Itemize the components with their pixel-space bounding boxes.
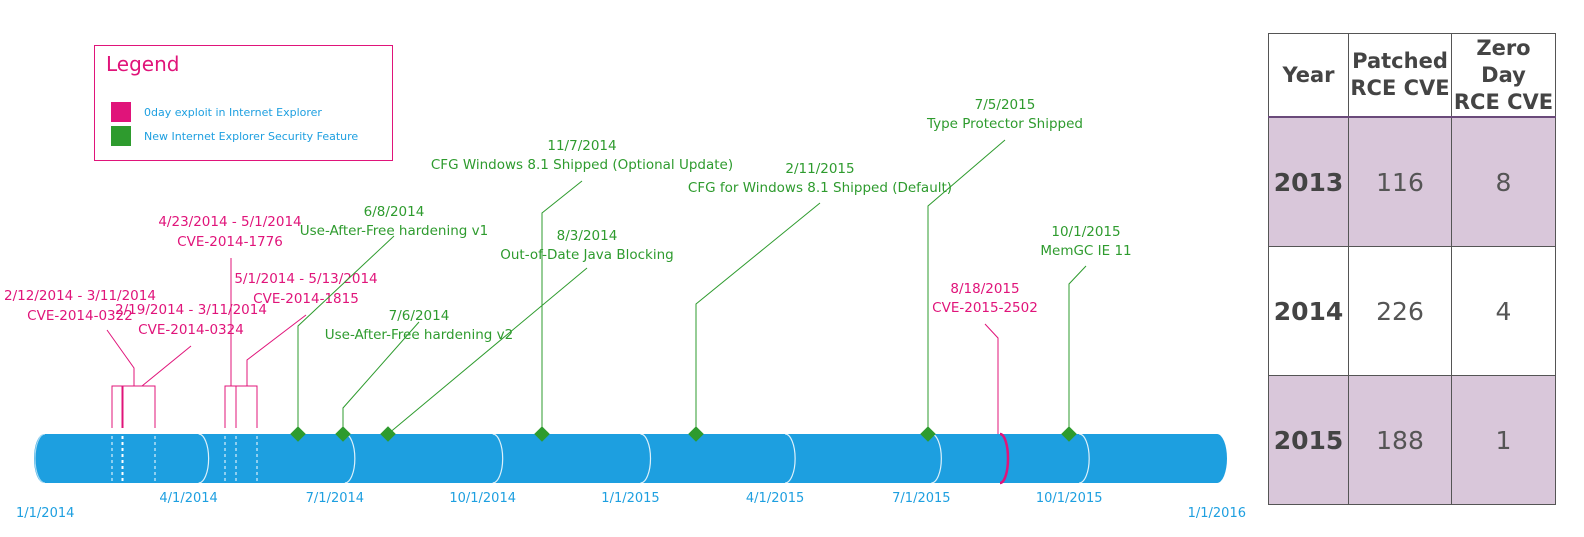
axis-label: 7/1/2014 (306, 491, 364, 506)
axis-label: 4/1/2015 (746, 491, 804, 506)
zero-day-cve: CVE-2014-0322 (27, 308, 133, 324)
legend-swatch-zero-day (111, 102, 131, 122)
feature-date: 10/1/2015 (1051, 224, 1120, 240)
zero-day-bracket (122, 385, 156, 428)
axis-label: 1/1/2016 (1188, 506, 1246, 521)
feature-name: Use-After-Free hardening v2 (325, 327, 513, 343)
legend-title: Legend (106, 52, 180, 76)
feature-leader (927, 139, 1006, 434)
zero-day-leader (984, 323, 999, 434)
cell-zero-day: 8 (1451, 116, 1556, 247)
bar-segment-seam (931, 433, 942, 484)
feature-date: 8/3/2014 (557, 228, 618, 244)
zero-day-date: 5/1/2014 - 5/13/2014 (234, 271, 377, 287)
feature-date: 2/11/2015 (785, 161, 854, 177)
zero-day-bar-marker (999, 432, 1010, 485)
zero-day-bracket (111, 385, 123, 428)
feature-leader (342, 321, 420, 434)
feature-leader (297, 235, 395, 434)
feature-name: CFG for Windows 8.1 Shipped (Default) (688, 180, 952, 196)
feature-name: Use-After-Free hardening v1 (300, 223, 488, 239)
bar-segment-seam (785, 433, 796, 484)
bar-left-cap (34, 433, 46, 484)
feature-leader (541, 180, 583, 434)
zero-day-cve: CVE-2014-1776 (177, 234, 283, 250)
bar-segment-seam (492, 433, 504, 484)
legend-label-feature: New Internet Explorer Security Feature (144, 130, 359, 143)
axis-label: 1/1/2014 (16, 506, 74, 521)
feature-name: Out-of-Date Java Blocking (500, 247, 674, 263)
table-row: 2013 116 8 (1268, 116, 1556, 247)
feature-leader (1068, 265, 1087, 434)
axis-label: 10/1/2014 (449, 491, 516, 506)
zero-day-leader (141, 345, 192, 387)
feature-leader (695, 202, 821, 434)
feature-date: 6/8/2014 (364, 204, 425, 220)
cell-patched: 226 (1348, 246, 1452, 376)
table-row: 2014 226 4 (1268, 246, 1556, 376)
legend-label-zero-day: 0day exploit in Internet Explorer (144, 106, 322, 119)
zero-day-cve: CVE-2015-2502 (932, 300, 1038, 316)
cell-zero-day: 4 (1451, 246, 1556, 376)
bar-segment-seam (640, 433, 652, 484)
feature-date: 7/5/2015 (975, 97, 1036, 113)
timeline-diagram: 1/1/2014 4/1/2014 7/1/2014 10/1/2014 1/1/201… (4, 97, 1246, 521)
zero-day-date: 4/23/2014 - 5/1/2014 (158, 214, 301, 230)
cell-year: 2013 (1268, 116, 1349, 247)
cell-zero-day: 1 (1451, 375, 1556, 505)
cell-year: 2014 (1268, 246, 1349, 376)
zero-day-cve: CVE-2014-0324 (138, 322, 244, 338)
zero-day-date: 8/18/2015 (950, 281, 1019, 297)
bar-segment-seam (1079, 433, 1090, 484)
feature-date: 11/7/2014 (547, 138, 616, 154)
feature-date: 7/6/2014 (389, 308, 450, 324)
zero-day-leader (246, 314, 307, 386)
feature-name: CFG Windows 8.1 Shipped (Optional Update… (431, 157, 733, 173)
bar-segment-seam (344, 433, 356, 484)
axis-label: 7/1/2015 (892, 491, 950, 506)
bar-segment-seam (198, 433, 210, 484)
axis-label: 10/1/2015 (1036, 491, 1103, 506)
cell-patched: 116 (1348, 116, 1452, 247)
legend: Legend 0day exploit in Internet Explorer… (94, 45, 393, 161)
timeline-bar (34, 434, 1227, 483)
feature-marker (1061, 426, 1077, 442)
zero-day-cve: CVE-2014-1815 (253, 291, 359, 307)
feature-name: MemGC IE 11 (1040, 243, 1131, 259)
feature-leader (387, 267, 588, 435)
zero-day-bracket (235, 385, 258, 428)
cell-patched: 188 (1348, 375, 1452, 505)
legend-swatch-feature (111, 126, 131, 146)
zero-day-date: 2/19/2014 - 3/11/2014 (115, 302, 267, 318)
zero-day-date: 2/12/2014 - 3/11/2014 (4, 288, 156, 304)
zero-day-leader (106, 329, 135, 386)
table-row: 2015 188 1 (1268, 375, 1556, 505)
cell-year: 2015 (1268, 375, 1349, 505)
axis-label: 1/1/2015 (601, 491, 659, 506)
axis-label: 4/1/2014 (159, 491, 217, 506)
feature-name: Type Protector Shipped (926, 116, 1083, 132)
header-year: Year (1268, 33, 1349, 118)
zero-day-bracket (224, 385, 237, 428)
